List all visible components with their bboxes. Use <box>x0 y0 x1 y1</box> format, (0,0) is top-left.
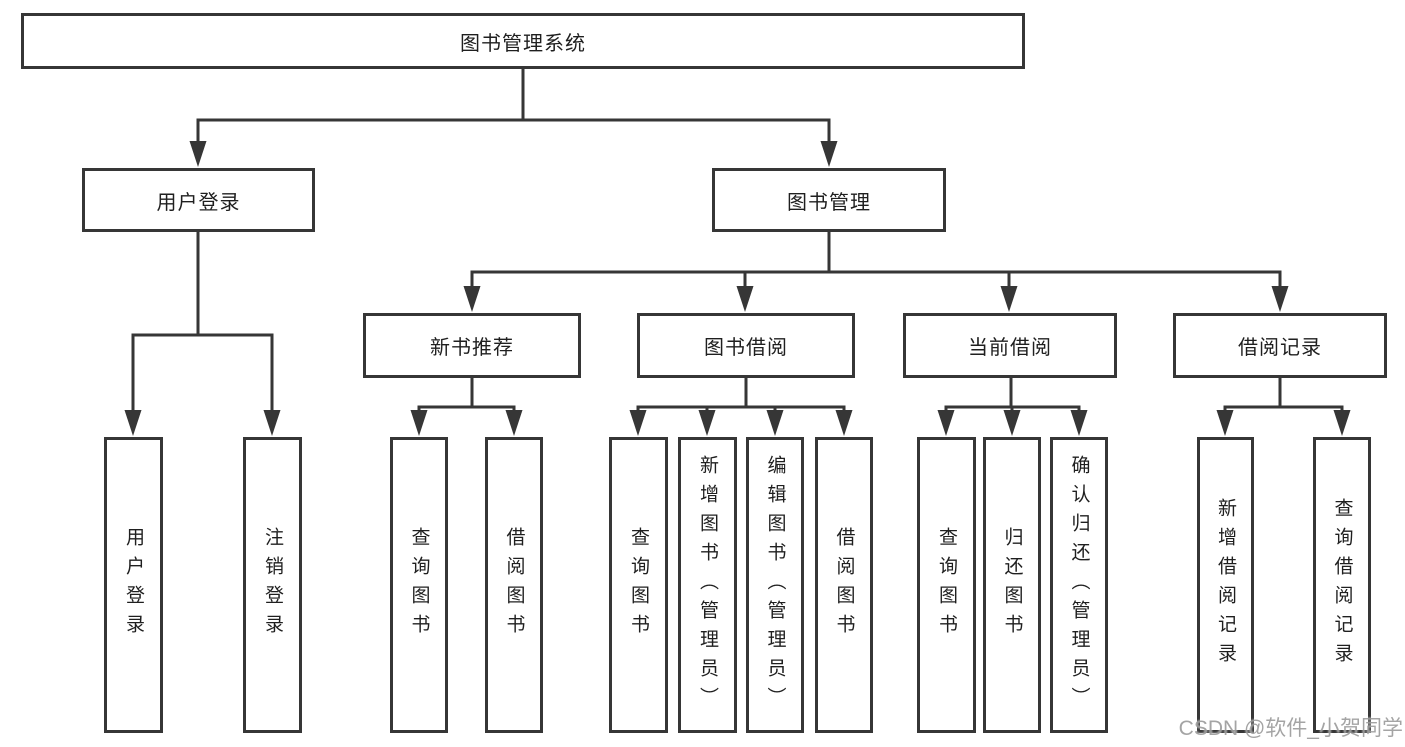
leaf-confirm-return-admin: 确认归还（管理员） <box>1050 437 1108 733</box>
node-label: 用户登录 <box>123 527 144 643</box>
node-label: 借阅图书 <box>833 527 855 643</box>
leaf-borrow-books-recommend: 借阅图书 <box>485 437 543 733</box>
leaf-query-books-recommend: 查询图书 <box>390 437 448 733</box>
node-label: 借阅图书 <box>503 527 525 643</box>
node-label: 归还图书 <box>1001 527 1023 643</box>
node-new-book-recommend: 新书推荐 <box>363 313 581 378</box>
leaf-logout: 注销登录 <box>243 437 302 733</box>
leaf-query-books-current: 查询图书 <box>917 437 976 733</box>
node-label: 当前借阅 <box>968 337 1052 359</box>
node-label: 图书管理 <box>787 191 871 214</box>
node-label: 图书管理系统 <box>460 32 586 55</box>
node-label: 图书借阅 <box>704 337 788 359</box>
node-label: 借阅记录 <box>1238 337 1322 359</box>
node-label: 注销登录 <box>262 527 283 643</box>
leaf-borrow-books: 借阅图书 <box>815 437 873 733</box>
node-library-management-system: 图书管理系统 <box>21 13 1025 69</box>
csdn-watermark: CSDN @软件_小贺同学 <box>1178 717 1403 740</box>
leaf-add-books-admin: 新增图书（管理员） <box>678 437 737 733</box>
node-label: 确认归还（管理员） <box>1068 454 1090 716</box>
node-label: 用户登录 <box>156 191 241 214</box>
leaf-query-books-borrow: 查询图书 <box>609 437 668 733</box>
node-label: 查询图书 <box>408 527 430 643</box>
node-book-management: 图书管理 <box>712 168 946 232</box>
leaf-edit-books-admin: 编辑图书（管理员） <box>746 437 804 733</box>
leaf-user-login: 用户登录 <box>104 437 163 733</box>
node-label: 编辑图书（管理员） <box>764 454 786 716</box>
node-book-borrow: 图书借阅 <box>637 313 855 378</box>
node-label: 新增图书（管理员） <box>697 454 718 716</box>
node-label: 新书推荐 <box>430 337 514 359</box>
node-user-login: 用户登录 <box>82 168 315 232</box>
node-current-borrow: 当前借阅 <box>903 313 1117 378</box>
node-label: 新增借阅记录 <box>1215 498 1236 672</box>
node-label: 查询借阅记录 <box>1331 498 1353 672</box>
leaf-query-borrow-record: 查询借阅记录 <box>1313 437 1371 733</box>
leaf-add-borrow-record: 新增借阅记录 <box>1197 437 1254 733</box>
node-label: 查询图书 <box>628 527 649 643</box>
node-label: 查询图书 <box>936 527 957 643</box>
node-borrow-record: 借阅记录 <box>1173 313 1387 378</box>
leaf-return-books: 归还图书 <box>983 437 1041 733</box>
